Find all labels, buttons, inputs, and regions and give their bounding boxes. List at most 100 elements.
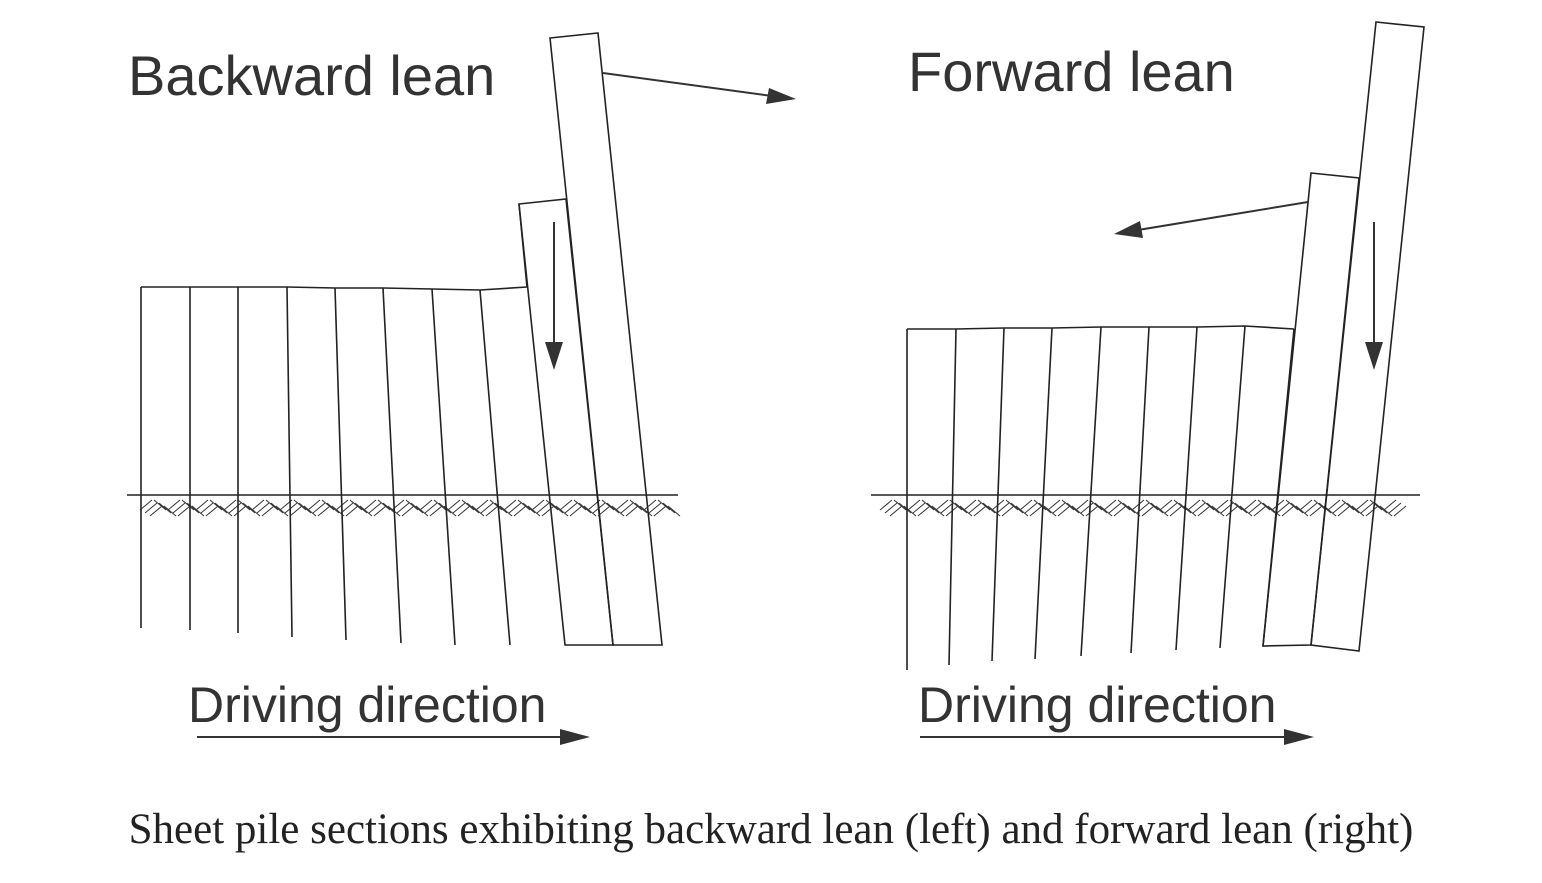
soil-hatch-mark xyxy=(251,499,275,517)
right-ground-surface xyxy=(871,494,1420,517)
soil-hatch-mark xyxy=(559,499,583,517)
left-soil-hatch xyxy=(139,499,681,517)
soil-hatch-mark xyxy=(879,499,903,517)
soil-hatch-mark xyxy=(1131,499,1155,517)
left-driving-force-arrow xyxy=(545,222,563,370)
soil-hatch-mark xyxy=(489,499,513,517)
soil-hatch-mark xyxy=(405,499,429,517)
right-pile-line xyxy=(1034,327,1053,660)
soil-hatch-mark xyxy=(195,499,219,517)
right-driven-pile xyxy=(1310,21,1425,652)
soil-hatch-mark xyxy=(363,499,387,517)
right-pile-line xyxy=(1080,326,1102,657)
right-driving-force-arrow xyxy=(1365,222,1383,370)
soil-hatch-mark xyxy=(1369,499,1393,517)
soil-hatch-mark xyxy=(601,499,625,517)
soil-hatch-mark xyxy=(447,499,471,517)
right-pile-line xyxy=(948,328,957,666)
soil-hatch-mark xyxy=(1355,499,1379,517)
soil-hatch-mark xyxy=(1299,499,1323,517)
soil-hatch-mark xyxy=(545,499,569,517)
soil-hatch-mark xyxy=(991,499,1015,517)
left-ground-surface xyxy=(127,494,681,517)
left-sheet-piles xyxy=(140,32,663,646)
soil-hatch-mark xyxy=(573,499,597,517)
soil-hatch-mark xyxy=(223,499,247,517)
soil-hatch-mark xyxy=(321,499,345,517)
right-driving-direction-label: Driving direction xyxy=(918,677,1276,733)
right-driving-direction-arrow xyxy=(920,729,1314,745)
soil-hatch-mark xyxy=(1075,499,1099,517)
soil-hatch-mark xyxy=(391,499,415,517)
soil-hatch-mark xyxy=(377,499,401,517)
left-pile-tops xyxy=(141,286,528,291)
soil-hatch-mark xyxy=(935,499,959,517)
soil-hatch-mark xyxy=(237,499,261,517)
soil-hatch-mark xyxy=(1047,499,1071,517)
backward-lean-panel: Backward lean xyxy=(127,32,796,745)
right-soil-hatch xyxy=(879,499,1407,517)
right-lean-arrow xyxy=(1114,201,1309,238)
soil-hatch-mark xyxy=(893,499,917,517)
left-pile-line xyxy=(382,287,402,644)
soil-hatch-mark xyxy=(657,499,681,517)
forward-lean-panel: Forward lean xyxy=(871,21,1425,745)
right-leaning-pile xyxy=(1262,172,1360,647)
soil-hatch-mark xyxy=(1285,499,1309,517)
soil-hatch-mark xyxy=(335,499,359,517)
soil-hatch-mark xyxy=(1187,499,1211,517)
right-pile-line xyxy=(991,327,1005,662)
soil-hatch-mark xyxy=(181,499,205,517)
left-pile-line xyxy=(431,288,456,646)
left-pile-line xyxy=(518,203,528,288)
soil-hatch-mark xyxy=(907,499,931,517)
soil-hatch-mark xyxy=(167,499,191,517)
right-pile-line xyxy=(1219,325,1246,649)
backward-lean-title: Backward lean xyxy=(128,44,495,107)
left-pile-line xyxy=(334,287,347,641)
soil-hatch-mark xyxy=(1103,499,1127,517)
soil-hatch-mark xyxy=(1159,499,1183,517)
soil-hatch-mark xyxy=(349,499,373,517)
soil-hatch-mark xyxy=(629,499,653,517)
right-pile-line xyxy=(1175,326,1198,651)
left-leaning-pile xyxy=(518,198,614,646)
soil-hatch-mark xyxy=(475,499,499,517)
right-pile-tops xyxy=(907,325,1295,330)
soil-hatch-mark xyxy=(1257,499,1281,517)
soil-hatch-mark xyxy=(1033,499,1057,517)
soil-hatch-mark xyxy=(531,499,555,517)
soil-hatch-mark xyxy=(963,499,987,517)
left-lean-arrow xyxy=(602,72,796,104)
soil-hatch-mark xyxy=(1341,499,1365,517)
soil-hatch-mark xyxy=(503,499,527,517)
soil-hatch-mark xyxy=(615,499,639,517)
soil-hatch-mark xyxy=(461,499,485,517)
soil-hatch-mark xyxy=(921,499,945,517)
soil-hatch-mark xyxy=(1019,499,1043,517)
left-driven-pile xyxy=(549,32,663,646)
soil-hatch-mark xyxy=(1327,499,1351,517)
soil-hatch-mark xyxy=(949,499,973,517)
soil-hatch-mark xyxy=(517,499,541,517)
soil-hatch-mark xyxy=(1201,499,1225,517)
soil-hatch-mark xyxy=(1243,499,1267,517)
left-pile-line xyxy=(286,286,293,638)
soil-hatch-mark xyxy=(153,499,177,517)
soil-hatch-mark xyxy=(1061,499,1085,517)
soil-hatch-mark xyxy=(265,499,289,517)
right-pile-line xyxy=(1130,326,1150,654)
soil-hatch-mark xyxy=(1383,499,1407,517)
left-driving-direction-arrow xyxy=(197,729,590,745)
right-sheet-piles xyxy=(906,21,1425,670)
soil-hatch-mark xyxy=(139,499,163,517)
soil-hatch-mark xyxy=(1089,499,1113,517)
soil-hatch-mark xyxy=(209,499,233,517)
forward-lean-title: Forward lean xyxy=(908,40,1235,103)
left-driving-direction-label: Driving direction xyxy=(188,677,546,733)
soil-hatch-mark xyxy=(1215,499,1239,517)
soil-hatch-mark xyxy=(643,499,667,517)
soil-hatch-mark xyxy=(1117,499,1141,517)
soil-hatch-mark xyxy=(1005,499,1029,517)
